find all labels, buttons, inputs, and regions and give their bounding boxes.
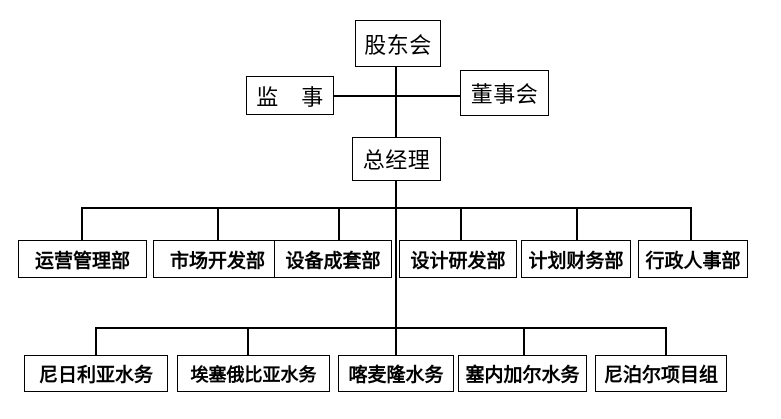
node-department-operations-management[interactable]: 运营管理部 xyxy=(18,240,147,278)
connector-drop-subsidiary-2 xyxy=(247,327,249,356)
node-general-manager[interactable]: 总经理 xyxy=(352,137,441,181)
node-shareholders-meeting[interactable]: 股东会 xyxy=(355,20,441,67)
node-department-planning-finance[interactable]: 计划财务部 xyxy=(521,240,631,278)
connector-shareholders-to-general-manager xyxy=(395,67,397,138)
node-subsidiary-nigeria-water[interactable]: 尼日利亚水务 xyxy=(24,355,168,392)
node-department-market-development[interactable]: 市场开发部 xyxy=(153,240,282,278)
connector-drop-subsidiary-5 xyxy=(665,327,667,356)
connector-subsidiary-bus xyxy=(95,327,666,329)
connector-drop-subsidiary-3 xyxy=(395,327,397,356)
connector-drop-department-5 xyxy=(576,207,578,241)
node-subsidiary-senegal-water[interactable]: 塞内加尔水务 xyxy=(458,355,587,392)
connector-drop-department-3 xyxy=(338,207,340,241)
node-supervisor[interactable]: 监 事 xyxy=(246,76,334,115)
node-department-administration-hr[interactable]: 行政人事部 xyxy=(638,240,748,278)
connector-drop-department-6 xyxy=(690,207,692,241)
node-subsidiary-ethiopia-water[interactable]: 埃塞俄比亚水务 xyxy=(177,355,330,392)
connector-general-manager-spine xyxy=(395,181,397,328)
node-subsidiary-cameroon-water[interactable]: 喀麦隆水务 xyxy=(338,355,454,392)
connector-drop-department-2 xyxy=(217,207,219,241)
connector-drop-department-1 xyxy=(81,207,83,241)
node-subsidiary-nepal-project-team[interactable]: 尼泊尔项目组 xyxy=(595,355,727,392)
connector-drop-department-4 xyxy=(460,207,462,241)
node-department-equipment-assembly[interactable]: 设备成套部 xyxy=(274,240,392,278)
connector-supervisor-board-bus xyxy=(333,95,461,97)
connector-department-bus xyxy=(81,207,691,209)
node-department-design-rnd[interactable]: 设计研发部 xyxy=(399,240,517,278)
connector-drop-subsidiary-1 xyxy=(95,327,97,356)
connector-drop-subsidiary-4 xyxy=(523,327,525,356)
node-board-of-directors[interactable]: 董事会 xyxy=(460,70,549,116)
